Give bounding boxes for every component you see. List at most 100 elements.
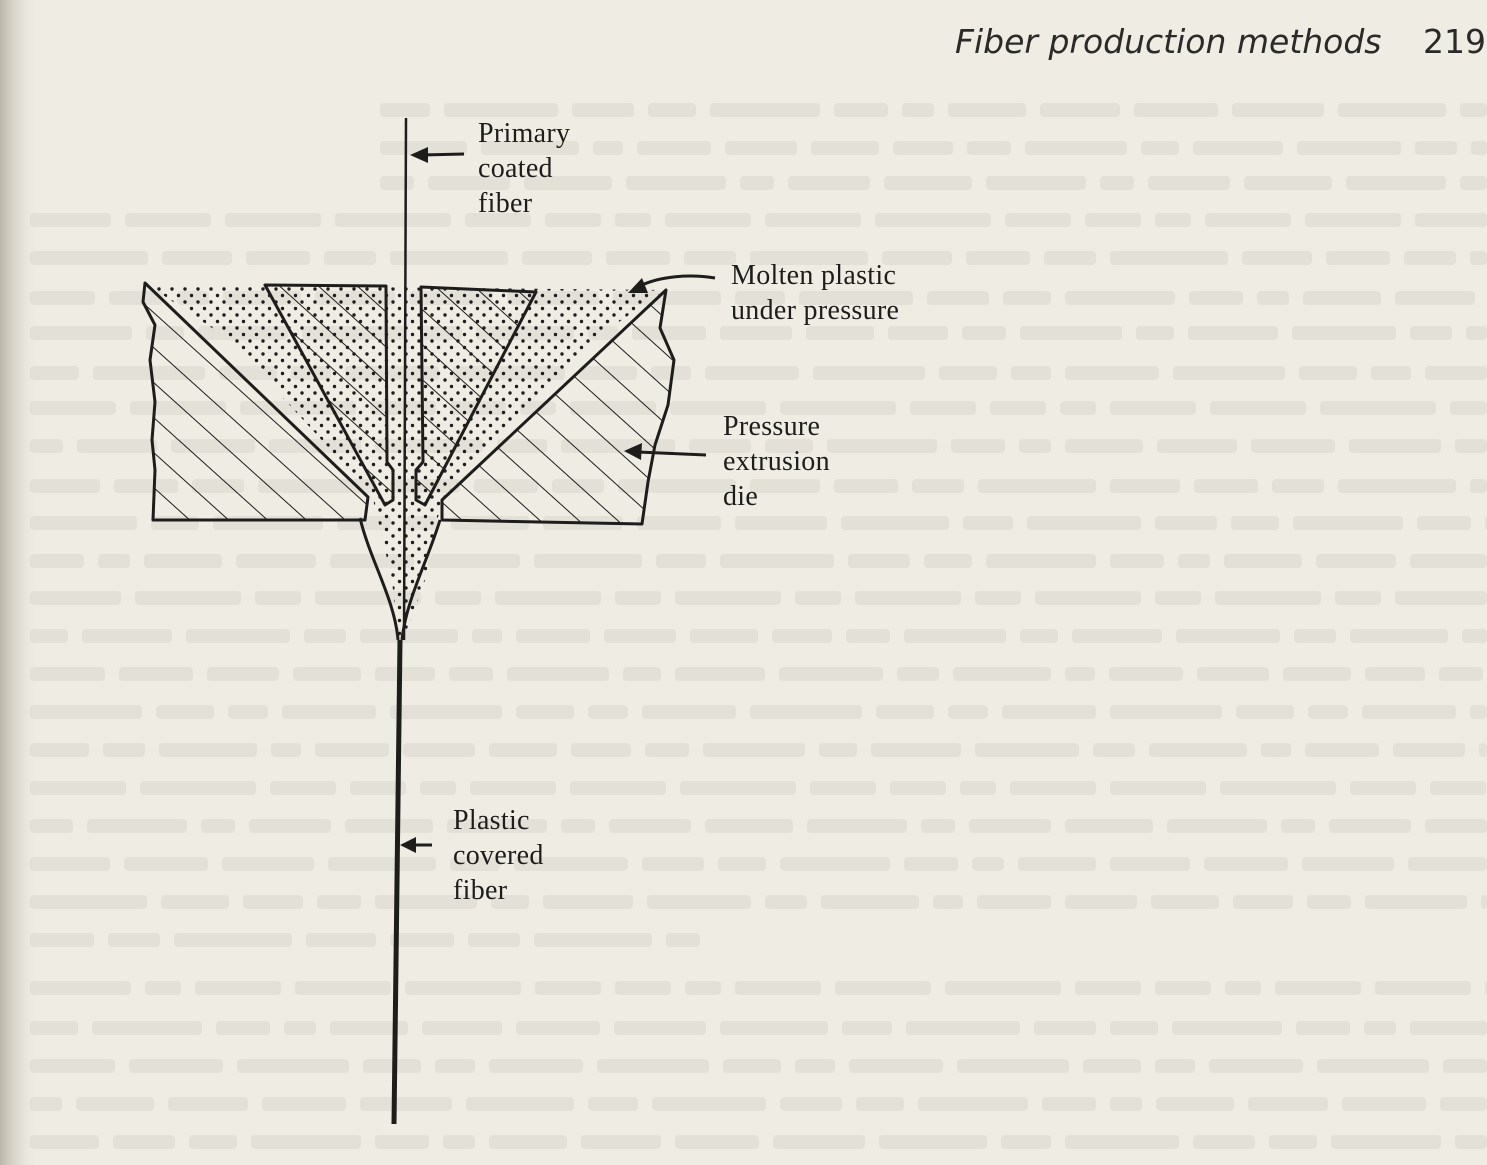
show-through-word [161, 895, 229, 909]
show-through-word [904, 629, 1006, 643]
show-through-word [422, 1021, 502, 1035]
show-through-word [893, 141, 953, 155]
show-through-word [1294, 629, 1336, 643]
show-through-word [765, 439, 813, 453]
show-through-word [570, 781, 666, 795]
show-through-word [30, 554, 84, 568]
show-through-word [251, 1135, 361, 1149]
show-through-word [1297, 141, 1401, 155]
show-through-word [428, 176, 510, 190]
show-through-word [243, 895, 303, 909]
show-through-word [1408, 857, 1487, 871]
show-through-word [656, 554, 706, 568]
show-through-word [1040, 103, 1120, 117]
show-through-word [969, 819, 1051, 833]
show-through-word [1110, 781, 1206, 795]
primary-coated-fiber-line [402, 117, 408, 641]
show-through-word [849, 1059, 943, 1073]
show-through-word [306, 933, 376, 947]
show-through-word [76, 1097, 154, 1111]
show-through-word [720, 554, 834, 568]
show-through-word [842, 1021, 892, 1035]
show-through-word [1308, 705, 1348, 719]
show-through-word [623, 667, 661, 681]
show-through-word [813, 366, 925, 380]
show-through-word [811, 141, 879, 155]
show-through-word [666, 933, 700, 947]
show-through-word [124, 857, 208, 871]
show-through-word [720, 326, 792, 340]
show-through-word [514, 857, 628, 871]
show-through-word [977, 895, 1051, 909]
show-through-word [330, 1021, 408, 1035]
show-through-word [1350, 629, 1448, 643]
show-through-word [435, 591, 481, 605]
show-through-word [30, 291, 95, 305]
show-through-word [735, 291, 785, 305]
show-through-word [1244, 176, 1332, 190]
show-through-word [87, 819, 187, 833]
show-through-word [1065, 819, 1153, 833]
show-through-word [1176, 629, 1280, 643]
show-through-word [30, 857, 110, 871]
show-through-word [1307, 895, 1351, 909]
show-through-word [780, 1097, 842, 1111]
show-through-word [1430, 781, 1486, 795]
show-through-word [933, 895, 963, 909]
show-through-word [948, 705, 988, 719]
show-through-word [380, 141, 467, 155]
show-through-word [806, 326, 874, 340]
show-through-word [443, 1135, 475, 1149]
nozzle-wall-left [358, 517, 400, 641]
show-through-word [1001, 1135, 1051, 1149]
show-through-word [360, 629, 458, 643]
show-through-word [884, 176, 972, 190]
show-through-word [328, 857, 436, 871]
show-through-word [615, 981, 671, 995]
show-through-word [295, 981, 391, 995]
show-through-word [1027, 516, 1141, 530]
show-through-word [225, 213, 321, 227]
show-through-word [168, 1097, 248, 1111]
show-through-word [1232, 103, 1324, 117]
show-through-word [1193, 1135, 1255, 1149]
show-through-word [1072, 629, 1162, 643]
show-through-word [957, 1059, 1069, 1073]
show-through-word [1443, 1059, 1487, 1073]
show-through-word [675, 591, 781, 605]
show-through-word [1065, 291, 1175, 305]
show-through-word [1305, 213, 1401, 227]
show-through-word [30, 933, 94, 947]
show-through-word [1236, 705, 1294, 719]
show-through-word [77, 439, 157, 453]
show-through-word [450, 857, 500, 871]
show-through-word [1283, 667, 1351, 681]
show-through-word [1233, 895, 1293, 909]
page-edge-shadow [0, 0, 40, 1165]
show-through-word [156, 705, 214, 719]
show-through-word [1224, 554, 1302, 568]
show-through-word [1410, 1021, 1487, 1035]
show-through-word [1272, 479, 1324, 493]
show-through-word [648, 103, 696, 117]
show-through-word [1275, 981, 1361, 995]
show-through-word [1209, 1059, 1303, 1073]
show-through-word [1470, 251, 1487, 265]
show-through-word [162, 251, 232, 265]
show-through-word [1148, 176, 1230, 190]
show-through-word [810, 781, 876, 795]
show-through-word [652, 1097, 766, 1111]
show-through-word [1100, 176, 1134, 190]
show-through-word [30, 516, 137, 530]
show-through-word [705, 819, 793, 833]
show-through-word [856, 1097, 904, 1111]
plastic-covered-fiber-line [391, 639, 403, 1125]
show-through-word [910, 401, 976, 415]
die-block-left-inner [263, 283, 395, 507]
show-through-word [1178, 554, 1210, 568]
show-through-word [1349, 439, 1441, 453]
show-through-word [135, 591, 241, 605]
show-through-word [495, 591, 601, 605]
show-through-word [293, 667, 361, 681]
